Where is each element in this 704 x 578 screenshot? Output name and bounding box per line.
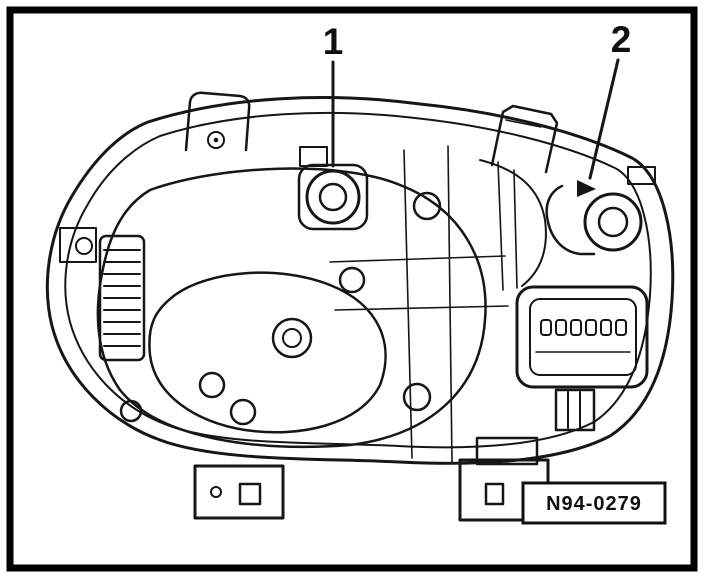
top-mounting-tabs xyxy=(184,91,656,185)
bottom-mounting-tabs xyxy=(193,436,550,522)
coil-spring-detail xyxy=(98,234,146,362)
callout-2-label: 2 xyxy=(611,19,632,60)
callout-2: 2 xyxy=(577,19,631,197)
bulb-socket-1 xyxy=(297,163,369,231)
part-number-text: N94-0279 xyxy=(546,493,642,515)
callout-1: 1 xyxy=(323,21,344,168)
figure-border xyxy=(6,6,698,572)
callout-2-leader-line xyxy=(588,58,620,180)
housing-outline xyxy=(45,96,675,465)
callout-1-label: 1 xyxy=(323,21,344,62)
screw-holes xyxy=(59,191,442,423)
part-number-frame xyxy=(521,481,667,525)
panel-grid-lines xyxy=(329,145,518,463)
bulb-socket-2 xyxy=(545,184,643,256)
connector-block xyxy=(515,285,649,432)
callout-2-arrowhead xyxy=(577,180,596,197)
part-number-box: N94-0279 xyxy=(521,481,667,525)
